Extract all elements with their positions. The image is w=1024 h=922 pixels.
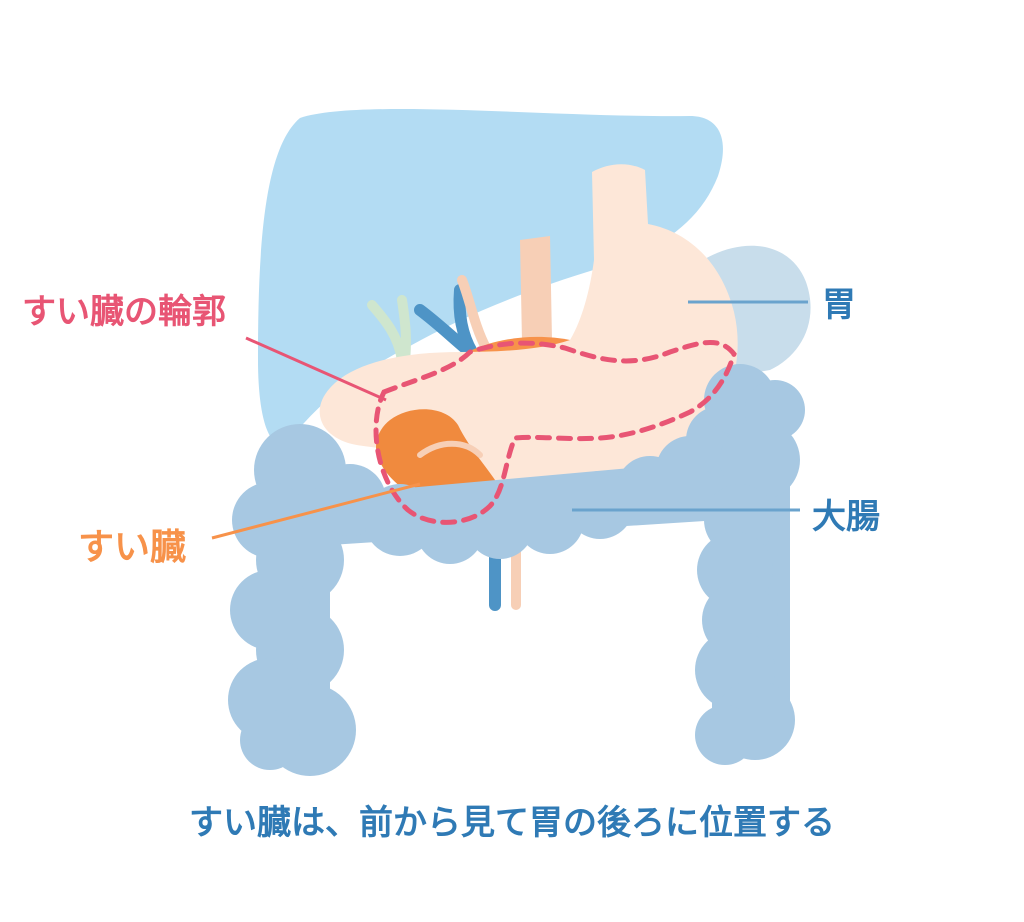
label-stomach: 胃 [822, 285, 856, 325]
label-colon: 大腸 [812, 497, 880, 537]
label-pancreas-outline: すい臓の輪郭 [22, 292, 226, 332]
leader-line-pancreas [211, 482, 421, 540]
pancreas-outline-dashed [373, 339, 737, 525]
pancreas-fold-shape [417, 440, 483, 458]
esophagus-shape [520, 236, 552, 342]
diagram-caption: すい臓は、前から見て胃の後ろに位置する [189, 803, 835, 843]
portal-vein-shape [414, 284, 478, 358]
leader-line-outline [245, 336, 387, 402]
label-pancreas: すい臓 [78, 527, 187, 568]
upper-vessel-peach [457, 275, 491, 353]
